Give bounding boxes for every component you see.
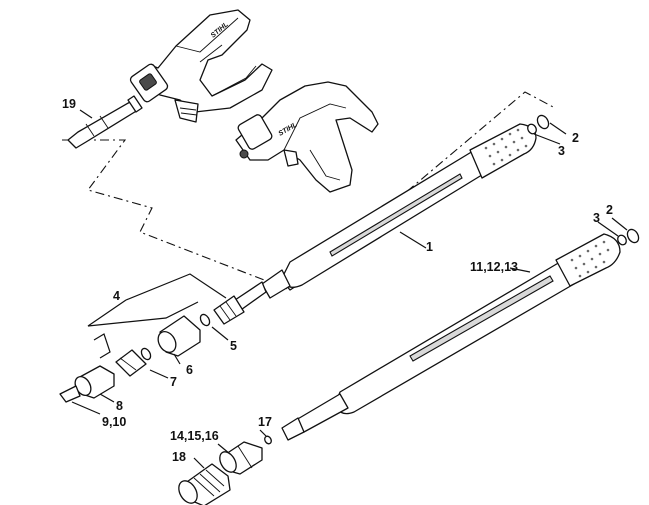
label-3-lower: 3 <box>593 211 600 225</box>
part-1-lance <box>231 123 537 313</box>
grip-texture-1 <box>484 128 528 166</box>
part-6-nozzle <box>157 315 201 365</box>
label-7: 7 <box>170 375 177 389</box>
part-17-oring <box>259 429 272 445</box>
part-4-bracket <box>87 273 227 327</box>
label-19: 19 <box>62 97 76 111</box>
label-3-upper: 3 <box>558 144 565 158</box>
orings-lower <box>597 217 640 246</box>
label-9-10: 9,10 <box>102 415 126 429</box>
label-5: 5 <box>230 339 237 353</box>
clip <box>93 333 111 359</box>
spray-gun-upper: STIHL <box>129 9 273 123</box>
label-8: 8 <box>116 399 123 413</box>
label-4: 4 <box>113 289 120 303</box>
part-7-coupler <box>115 347 169 379</box>
grip-texture-2 <box>570 240 610 278</box>
label-2-upper: 2 <box>572 131 579 145</box>
label-1: 1 <box>426 240 433 254</box>
leader-19 <box>79 109 93 119</box>
label-14-15-16: 14,15,16 <box>170 429 219 443</box>
orings-upper <box>527 114 567 145</box>
part-8-nozzle-tip <box>59 365 115 415</box>
spray-gun-lower: STIHL <box>235 81 379 193</box>
leader-1 <box>399 231 427 249</box>
label-11-12-13: 11,12,13 <box>470 260 518 274</box>
part-14-15-16-nozzle <box>217 441 263 475</box>
part-5-fitting <box>199 295 245 341</box>
label-17: 17 <box>258 415 272 429</box>
label-6: 6 <box>186 363 193 377</box>
label-2-lower: 2 <box>606 203 613 217</box>
assembly-boundary <box>62 91 556 291</box>
part-11-12-13-lance <box>281 233 621 441</box>
label-18: 18 <box>172 450 186 464</box>
part-18-cap <box>178 457 231 505</box>
part-19-connector <box>67 95 143 149</box>
